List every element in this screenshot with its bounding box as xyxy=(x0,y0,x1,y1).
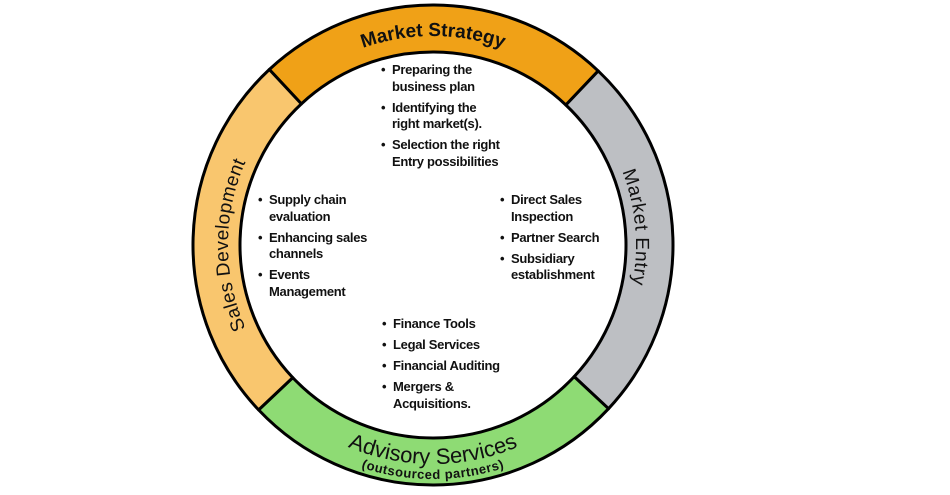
list-item: Subsidiary establishment xyxy=(500,251,599,284)
segment-sales-development xyxy=(191,67,303,412)
list-item: Selection the right Entry possibilities xyxy=(381,137,500,170)
market-strategy-list: Preparing the business plan Identifying … xyxy=(381,62,500,175)
list-item: Enhancing sales channels xyxy=(258,230,367,263)
list-item: Financial Auditing xyxy=(382,358,500,375)
list-item: Mergers & Acquisitions. xyxy=(382,379,500,412)
list-item: Identifying the right market(s). xyxy=(381,100,500,133)
list-item: Legal Services xyxy=(382,337,500,354)
list-item: Events Management xyxy=(258,267,367,300)
market-entry-list: Direct Sales Inspection Partner Search S… xyxy=(500,192,600,288)
list-item: Supply chain evaluation xyxy=(258,192,367,225)
list-item: Preparing the business plan xyxy=(381,62,500,95)
sales-development-list: Supply chain evaluation Enhancing sales … xyxy=(258,192,367,305)
list-item: Finance Tools xyxy=(382,316,500,333)
list-item: Partner Search xyxy=(500,230,600,247)
advisory-services-list: Finance Tools Legal Services Financial A… xyxy=(382,316,500,417)
list-item: Direct Sales Inspection xyxy=(500,192,599,225)
